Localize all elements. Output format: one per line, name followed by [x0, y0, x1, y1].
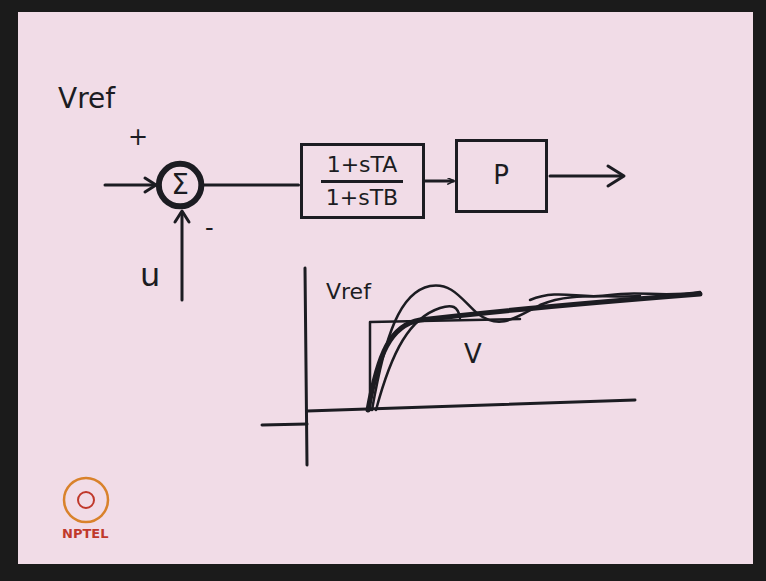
output-wire: [550, 175, 622, 178]
y-axis: [305, 268, 307, 465]
block-text: P: [493, 161, 509, 191]
watermark: NPTEL: [62, 527, 108, 541]
x-axis: [307, 400, 635, 411]
output-arrowhead: [608, 166, 624, 186]
logo-ring: [64, 478, 108, 522]
signal-name: Vref: [58, 84, 115, 115]
feedback-wire: [181, 213, 184, 300]
plot-label: V: [464, 340, 482, 369]
response-curve: [372, 285, 640, 410]
summing-junction: Σ: [157, 162, 203, 208]
plot-label: Vref: [326, 280, 371, 304]
step-reference: [370, 319, 520, 410]
denominator: 1+sTB: [320, 183, 404, 212]
response-curve: [376, 306, 460, 410]
signal-wire: [203, 184, 298, 187]
gain-block: P: [455, 139, 548, 213]
sign-mark: -: [205, 215, 214, 241]
signal-name: u: [140, 258, 160, 293]
numerator: 1+sTA: [321, 150, 404, 182]
input-arrowhead: [145, 178, 156, 192]
x-axis-stub: [262, 424, 307, 425]
sign-mark: +: [128, 124, 148, 150]
logo-core: [78, 492, 94, 508]
response-curve: [530, 292, 700, 300]
input-wire: [105, 184, 154, 187]
junction-outline: [159, 164, 201, 206]
lead-lag-block: 1+sTA1+sTB: [300, 143, 425, 219]
signal-wire: [425, 180, 454, 183]
response-curve: [368, 294, 700, 410]
block-text: Σ: [171, 169, 189, 201]
feedback-arrowhead: [175, 211, 189, 222]
paper: [18, 12, 753, 564]
